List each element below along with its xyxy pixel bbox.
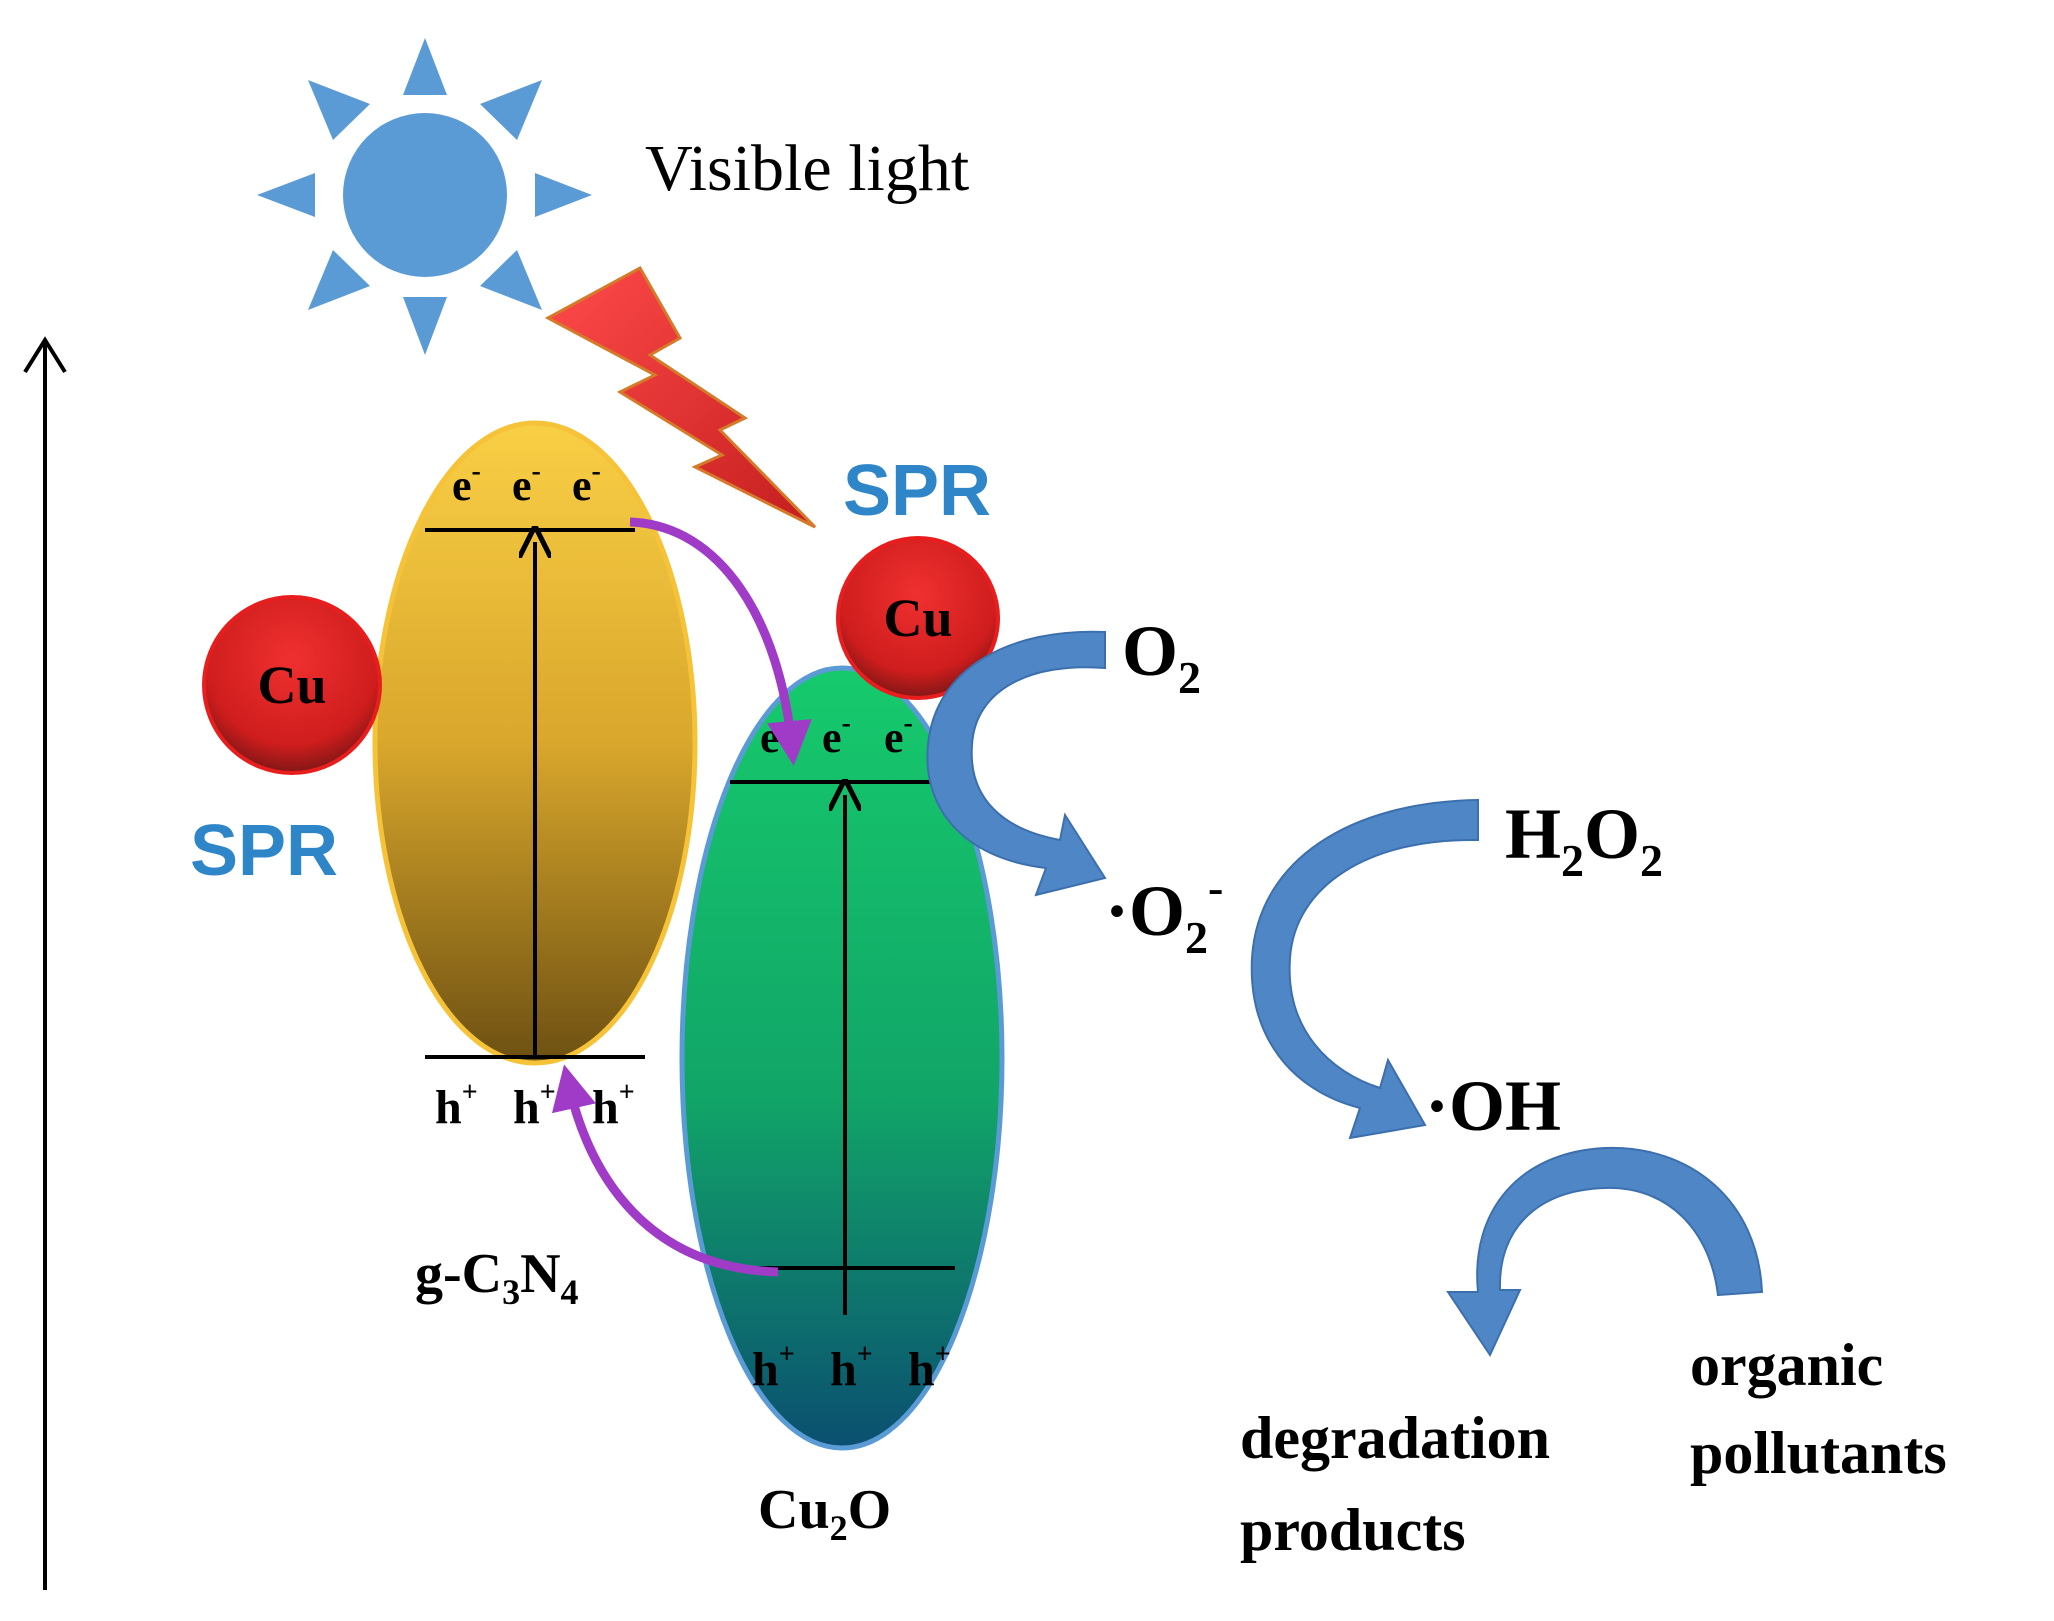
degradation-products-line1: degradation: [1240, 1405, 1550, 1471]
electron-label: e-: [822, 708, 851, 762]
hole-label: h+: [435, 1077, 478, 1134]
cu-particle-right: Cu: [836, 536, 1000, 700]
o2-reduction-arrow: [926, 630, 1107, 897]
sun-icon: [257, 38, 592, 355]
hole-label: h+: [513, 1077, 556, 1134]
gcn-holes: h+ h+ h+: [435, 1077, 635, 1134]
gcn-electrons: e- e- e-: [452, 456, 601, 510]
hole-label: h+: [830, 1339, 873, 1396]
lightning-bolt-icon: [544, 265, 817, 529]
organic-pollutants-line1: organic: [1690, 1332, 1883, 1398]
visible-light-label: Visible light: [645, 132, 969, 205]
hole-label: h+: [908, 1339, 951, 1396]
cu-label: Cu: [257, 655, 326, 715]
superoxide-label: ·O2-: [1105, 862, 1223, 963]
cu-particle-left: Cu: [202, 595, 382, 775]
hole-transfer-arrow: [551, 1064, 779, 1277]
energy-axis: [23, 336, 67, 1590]
h2o2-conversion-arrow: [1250, 798, 1479, 1140]
cu2o-band-ellipse: [679, 665, 1005, 1451]
hole-label: h+: [592, 1077, 635, 1134]
electron-label: e-: [512, 456, 541, 510]
hole-label: h+: [752, 1339, 795, 1396]
spr-label-right: SPR: [843, 451, 991, 531]
gcn-label: g-C3N4: [415, 1243, 579, 1312]
degradation-arrow: [1446, 1146, 1764, 1358]
o2-label: O2: [1122, 611, 1201, 703]
electron-label: e-: [572, 456, 601, 510]
organic-pollutants-line2: pollutants: [1690, 1420, 1947, 1486]
cu-label: Cu: [883, 588, 952, 648]
h2o2-label: H2O2: [1505, 794, 1663, 886]
electron-transfer-arrow: [629, 517, 812, 766]
cu2o-holes: h+ h+ h+: [752, 1339, 951, 1396]
electron-label: e-: [884, 708, 913, 762]
cu2o-label: Cu2O: [758, 1479, 891, 1548]
degradation-products-line2: products: [1240, 1497, 1466, 1563]
hydroxyl-radical-label: ·OH: [1425, 1066, 1561, 1146]
electron-label: e-: [452, 456, 481, 510]
spr-label-left: SPR: [190, 811, 338, 891]
